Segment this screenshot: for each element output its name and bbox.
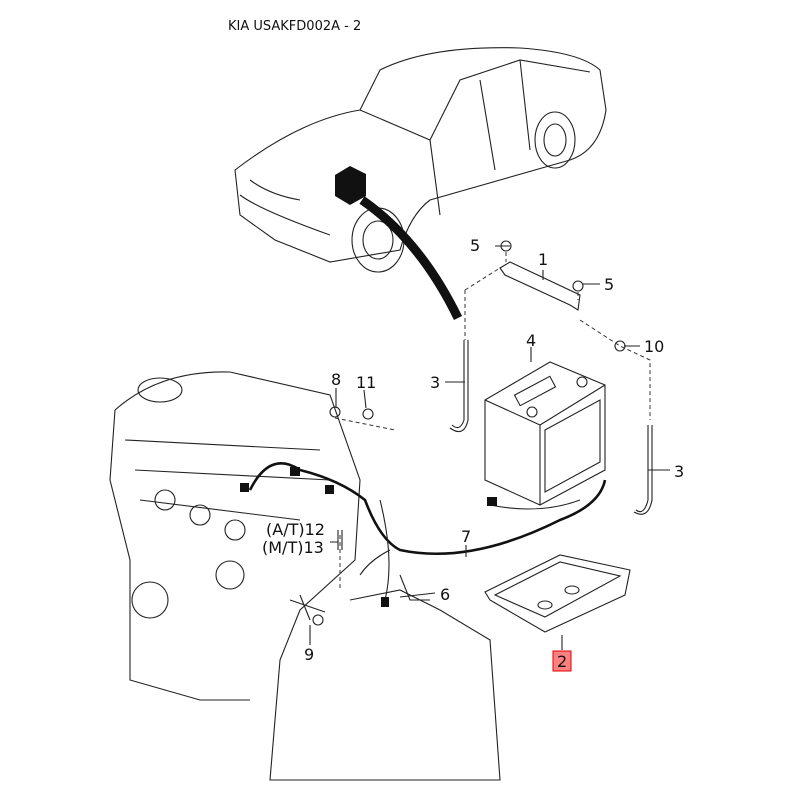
callout-5-right[interactable]: 5 [604,275,614,294]
battery-tray [484,554,631,633]
battery-hold-down-bracket [329,240,651,431]
callout-7[interactable]: 7 [461,527,471,546]
diagram-title: KIA USAKFD002A - 2 [228,19,362,34]
battery-hook-bolts [449,340,653,515]
callout-1[interactable]: 1 [538,250,548,269]
callout-3-left[interactable]: 3 [430,373,440,392]
leader-lines [309,245,670,650]
callout-13[interactable]: (M/T)13 [262,538,324,557]
callout-11[interactable]: 11 [356,373,376,392]
callout-10[interactable]: 10 [644,337,664,356]
callout-2[interactable]: 2 [557,652,567,671]
callout-2-highlight [552,650,572,672]
callout-6[interactable]: 6 [440,585,450,604]
callout-12[interactable]: (A/T)12 [266,520,325,539]
callout-8[interactable]: 8 [331,370,341,389]
engine [109,371,501,781]
callouts: 1 2 3 3 4 5 5 6 7 8 9 10 11 (A/T)12 (M/T… [262,236,684,672]
callout-5-left[interactable]: 5 [470,236,480,255]
callout-9[interactable]: 9 [304,645,314,664]
battery [484,361,606,506]
callout-4[interactable]: 4 [526,331,536,350]
callout-3-right[interactable]: 3 [674,462,684,481]
battery-wiring-harness [240,462,607,607]
car-illustration [234,47,607,320]
